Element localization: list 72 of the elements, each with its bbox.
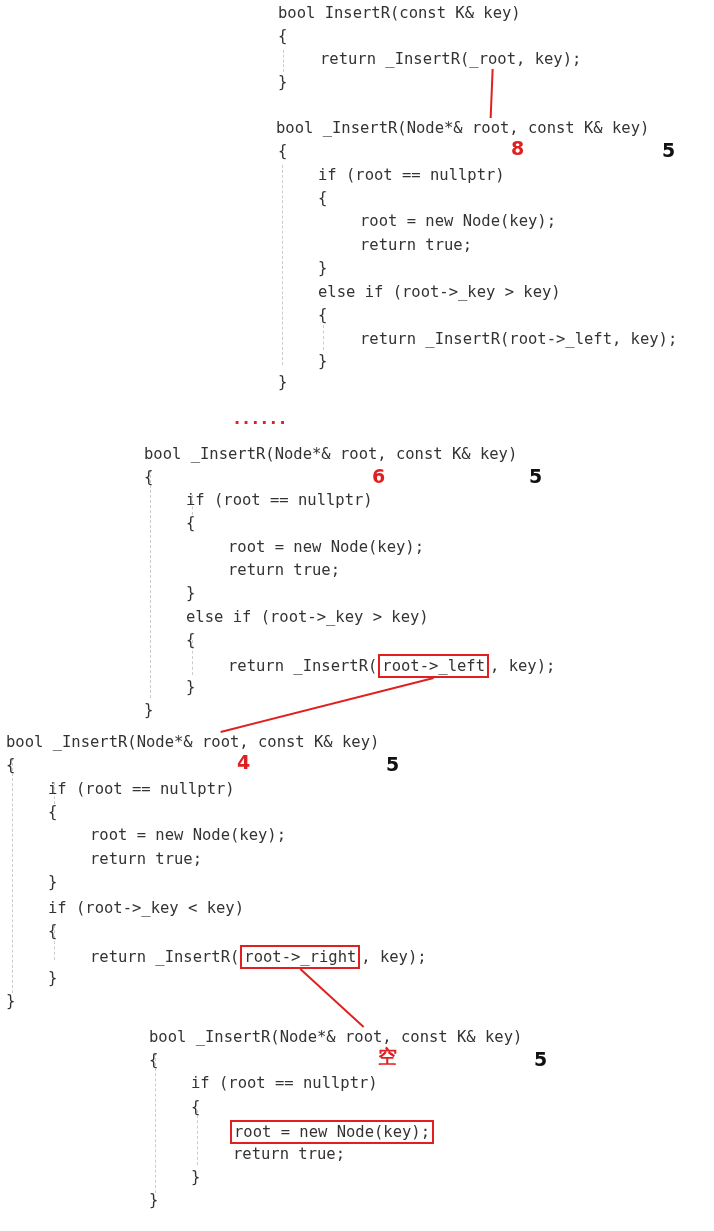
code-text: bool _InsertR(Node*& — [149, 1027, 336, 1047]
code-text: return true; — [90, 849, 202, 869]
code-text: { — [318, 188, 328, 208]
code-text: { — [186, 513, 196, 533]
code-text: { — [191, 1097, 201, 1117]
annotation-number: 空 — [378, 1045, 397, 1067]
annotation-number: 5 — [529, 465, 543, 487]
code-text: return _InsertR( — [320, 49, 470, 69]
code-text: return true; — [228, 560, 340, 580]
code-text: { — [149, 1050, 159, 1070]
annotation-number: 6 — [372, 465, 386, 487]
connector-line — [299, 968, 365, 1028]
code-text: if (root == nullptr) — [318, 165, 505, 185]
code-text: bool InsertR(const K& key) — [278, 3, 521, 23]
code-text: } — [48, 872, 58, 892]
code-text: , key); — [516, 49, 582, 69]
code-text: root = new Node(key); — [90, 825, 286, 845]
code-text: return _InsertR( — [90, 947, 240, 967]
connector-line — [489, 68, 494, 119]
code-text: } — [278, 372, 288, 392]
code-text: { — [144, 467, 154, 487]
code-text: , const K& key) — [509, 118, 650, 138]
annotation-number: 5 — [534, 1048, 548, 1070]
code-text: bool _InsertR(Node*& — [6, 732, 193, 752]
code-text: bool _InsertR(Node*& — [276, 118, 463, 138]
code-text: { — [278, 141, 288, 161]
code-text: { — [186, 630, 196, 650]
connector-line — [219, 677, 435, 733]
code-text: if (root->_key < key) — [48, 898, 244, 918]
code-text: root = new Node(key); — [360, 211, 556, 231]
code-text: } — [318, 258, 328, 278]
annotation-number: 5 — [386, 753, 400, 775]
highlight-box: root = new Node(key); — [230, 1120, 434, 1144]
code-text: , const K& key) — [239, 732, 380, 752]
code-text: } — [48, 968, 58, 988]
code-text: { — [48, 802, 58, 822]
code-text: } — [191, 1167, 201, 1187]
annotation-number: 4 — [237, 751, 251, 773]
code-text: if (root == nullptr) — [48, 779, 235, 799]
code-text: } — [186, 583, 196, 603]
code-text: { — [6, 755, 16, 775]
code-text: return _InsertR( — [228, 656, 378, 676]
code-text: , key); — [361, 947, 427, 967]
code-text: return true; — [233, 1144, 345, 1164]
code-text: , const K& key) — [382, 1027, 523, 1046]
code-text: , key); — [489, 656, 556, 676]
ellipsis: ...... — [234, 408, 289, 430]
code-text: { — [48, 921, 58, 941]
highlight-box: root->_right — [240, 945, 361, 969]
code-token: root — [345, 1027, 383, 1047]
code-text: { — [278, 26, 288, 46]
code-text: } — [149, 1190, 159, 1210]
code-text: if (root == nullptr) — [191, 1073, 378, 1093]
code-text: return _InsertR(root->_left, key); — [360, 329, 678, 349]
code-text: } — [144, 700, 154, 720]
code-text: } — [186, 677, 196, 697]
code-text: root = new Node(key); — [228, 537, 424, 557]
code-text: if (root == nullptr) — [186, 490, 373, 510]
code-text: else if (root->_key > key) — [318, 282, 561, 302]
code-token: _root — [469, 49, 516, 69]
code-text: } — [278, 72, 288, 92]
code-text: return true; — [360, 235, 472, 255]
code-text: } — [6, 991, 16, 1011]
code-text: else if (root->_key > key) — [186, 607, 429, 627]
code-text: } — [318, 351, 328, 371]
code-token: root — [472, 118, 510, 138]
annotation-number: 5 — [662, 139, 676, 161]
highlight-box: root->_left — [378, 654, 489, 678]
code-text: { — [318, 305, 328, 325]
annotation-number: 8 — [511, 137, 525, 159]
code-text: bool _InsertR(Node*& root, const K& key) — [144, 444, 518, 464]
code-token: root — [202, 732, 240, 752]
